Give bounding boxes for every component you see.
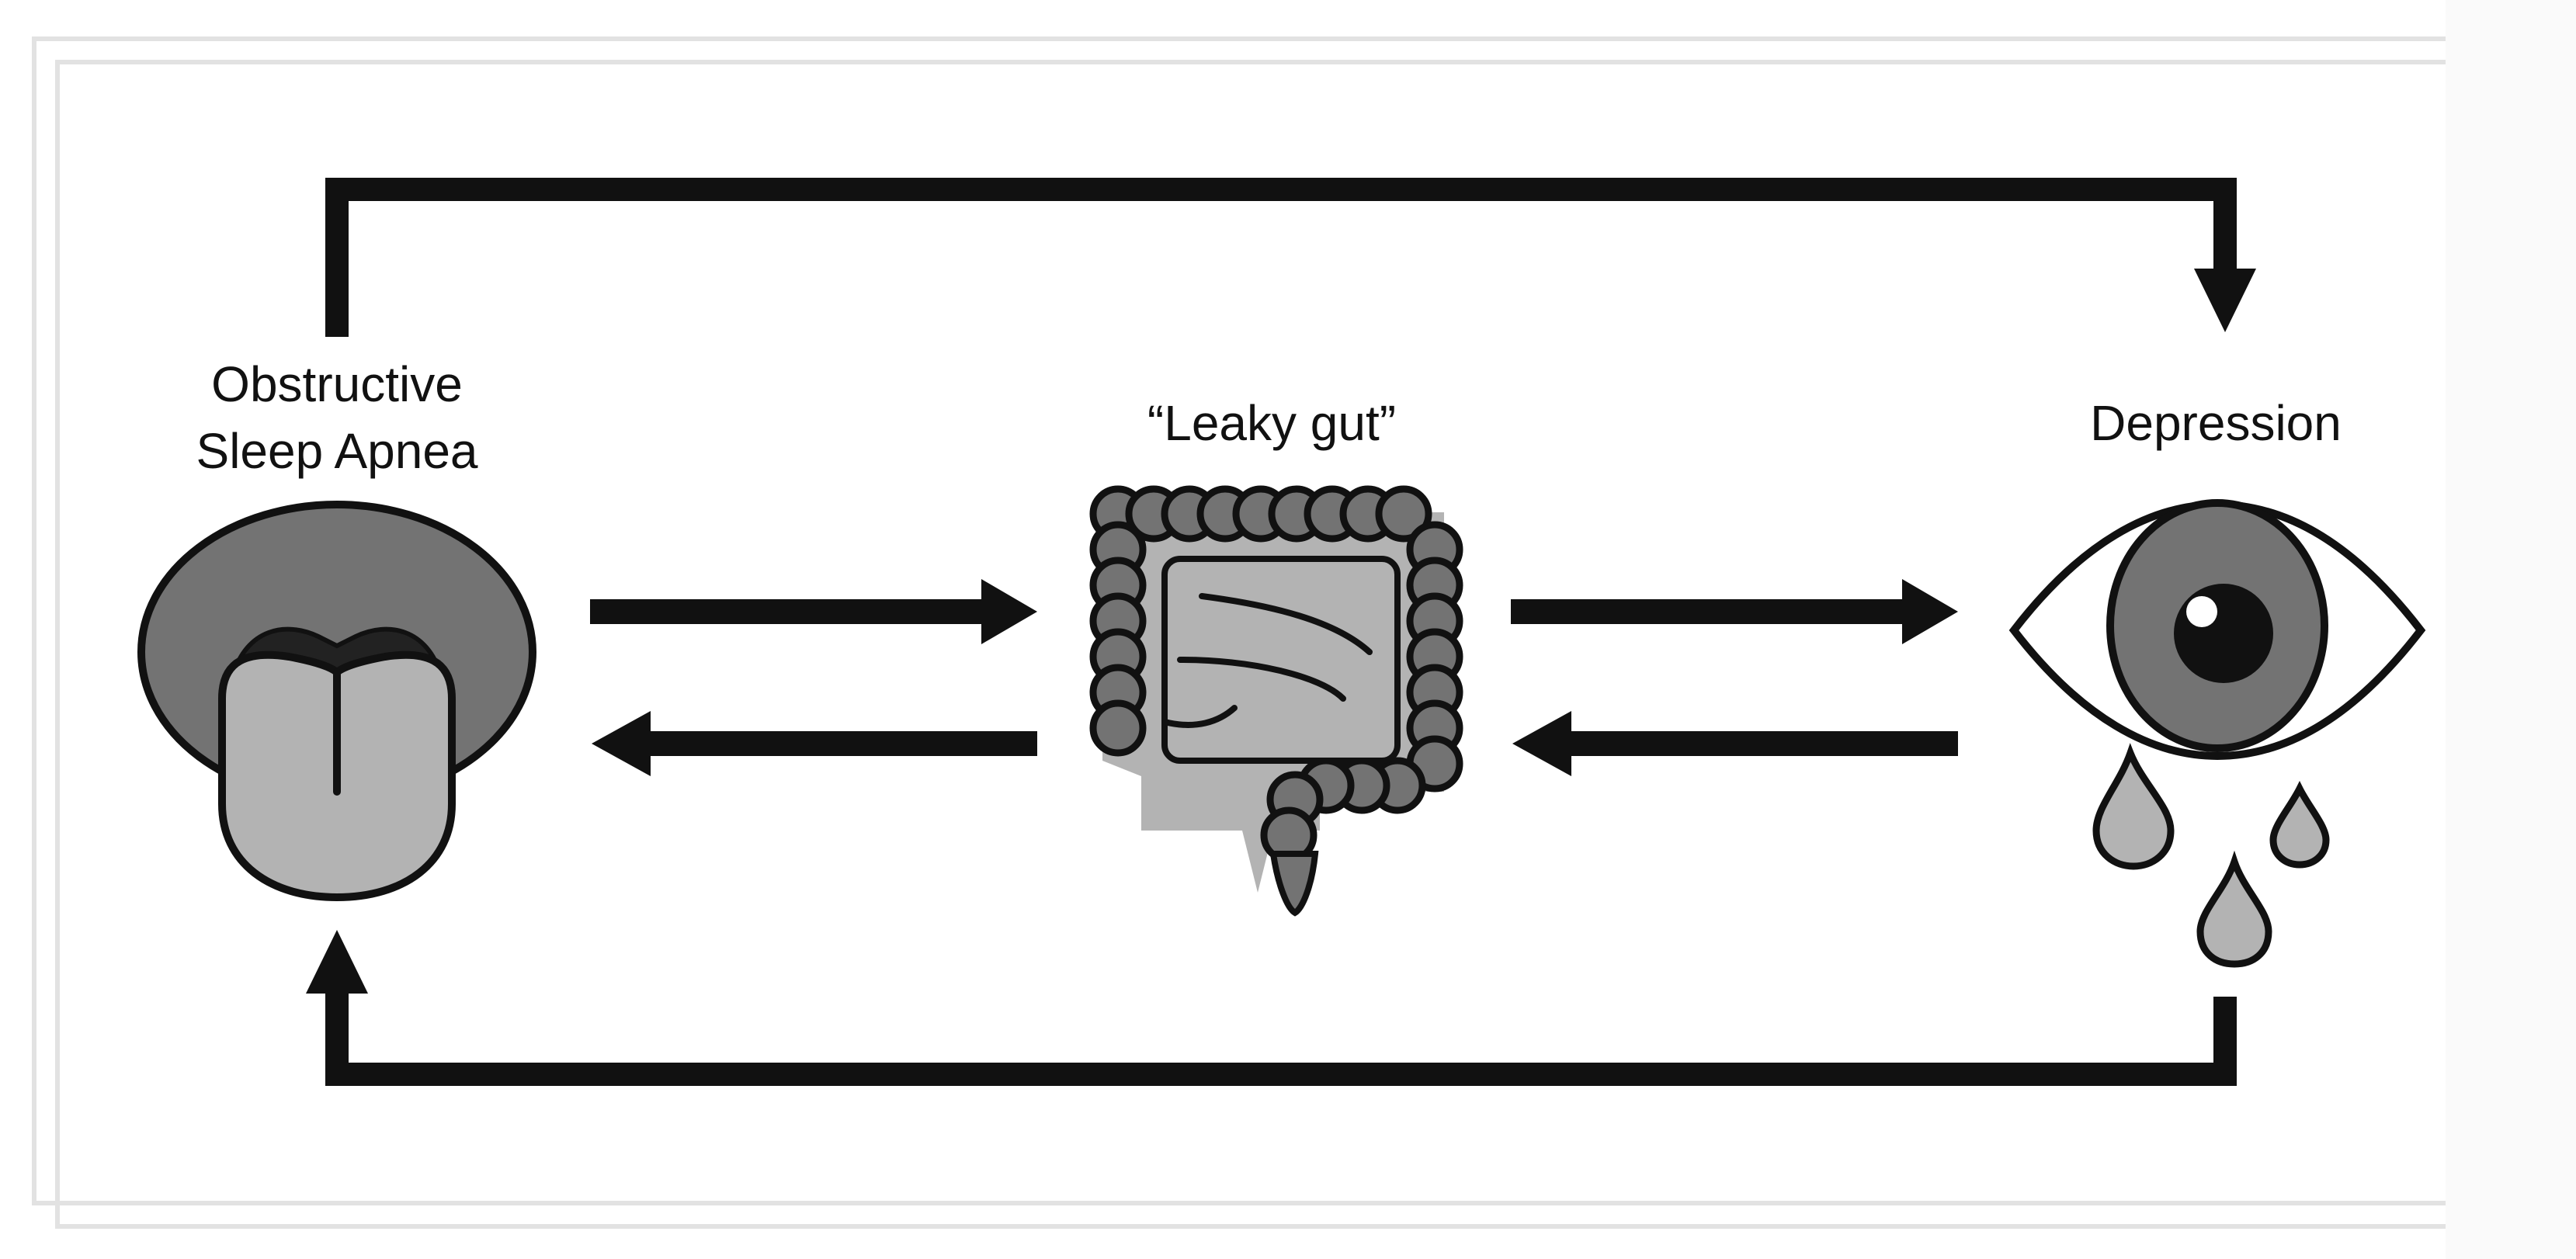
- crying-eye-icon: [2008, 499, 2426, 968]
- tongue-icon: [137, 501, 536, 902]
- depression-label: Depression: [2090, 390, 2342, 456]
- colon-lobe: [1089, 699, 1147, 757]
- osa-label-line2: Sleep Apnea: [196, 423, 478, 479]
- arrow-osa-to-depression: [325, 178, 2256, 337]
- gut-label-text: “Leaky gut”: [1147, 395, 1397, 451]
- frame: [32, 0, 2576, 1259]
- osa-label: Obstructive Sleep Apnea: [196, 351, 478, 484]
- colon-lobe: [1375, 485, 1432, 543]
- intestine-icon: [1089, 485, 1463, 917]
- arrow-osa-to-gut: [590, 579, 1037, 644]
- osa-label-line1: Obstructive: [211, 356, 463, 412]
- arrow-gut-to-depression: [1511, 579, 1958, 644]
- arrow-depression-to-gut: [1512, 711, 1958, 776]
- arrow-depression-to-osa: [306, 930, 2237, 1086]
- gut-label: “Leaky gut”: [1147, 390, 1396, 456]
- depression-label-text: Depression: [2090, 395, 2342, 451]
- arrow-gut-to-osa: [592, 711, 1037, 776]
